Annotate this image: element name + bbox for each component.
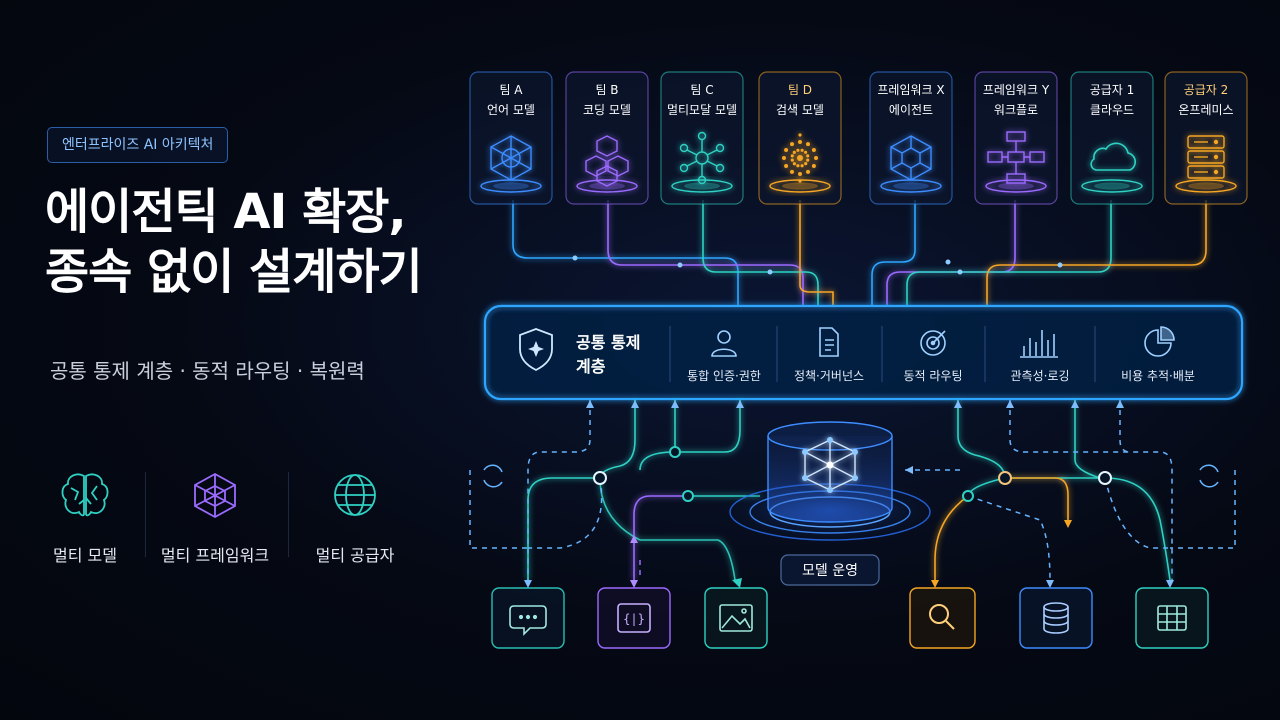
top-card-line1: 프레임워크 X [877,83,944,97]
cloud-icon [1090,142,1136,171]
pie-chart-icon [1144,326,1175,357]
image-icon [719,604,753,632]
feature-label: 멀티 프레임워크 [160,546,270,565]
segment-label-auth: 통합 인증·권한 [687,369,761,383]
segment-label-cost: 비용 추적·배분 [1121,369,1195,383]
top-card-line1: 프레임워크 Y [983,83,1050,97]
bottom-node-code [597,587,671,649]
target-icon [920,330,946,356]
chat-icon [509,605,547,636]
hexagon-icon [890,135,932,181]
dashed-connectors [469,400,1236,581]
svg-text:{|}: {|} [623,612,645,626]
top-card: 팀 A 언어 모델 [469,71,553,205]
workflow-icon [987,131,1045,184]
user-icon [711,330,737,357]
model-ops-label: 모델 운영 [802,563,858,579]
control-layer-title-1: 공통 통제 [576,333,640,352]
feature-divider [288,472,289,557]
top-card-line1: 팀 A [499,83,523,97]
title-line-2: 종속 없이 설계하기 [45,244,423,300]
top-card-line1: 팀 C [690,83,713,97]
segment-label-observability: 관측성·로깅 [1010,369,1069,383]
server-icon [1187,135,1225,179]
document-icon [819,327,839,357]
top-card-line2: 언어 모델 [487,103,535,117]
top-card-line2: 멀티모달 모델 [667,103,737,117]
upper-connector-dots [572,255,1063,275]
top-card-line2: 검색 모델 [776,103,824,117]
page-title: 에이전틱 AI 확장, 종속 없이 설계하기 [45,182,485,302]
top-card: 프레임워크 Y 워크플로 [974,71,1058,205]
segment-label-policy: 정책·거버넌스 [794,368,864,383]
top-card-line2: 에이전트 [889,103,933,117]
model-ops: 모델 운영 [720,421,940,586]
top-card: 공급자 2 온프레미스 [1164,71,1248,205]
top-card: 팀 D 검색 모델 [758,71,842,205]
sphere-icon [782,133,818,183]
title-line-1: 에이전틱 AI 확장, [45,184,407,240]
nodes-icon [679,131,725,185]
top-card-line1: 공급자 1 [1090,83,1135,97]
feature-label: 멀티 모델 [53,546,117,565]
table-icon [1157,605,1187,631]
network-icon [490,135,532,181]
top-card-line1: 팀 D [788,83,812,97]
bottom-node-table [1135,587,1209,649]
top-card-line1: 공급자 2 [1184,83,1229,97]
feature-divider [145,472,146,557]
bar-chart-icon [1020,330,1058,358]
sync-icon [483,464,1219,488]
top-card: 팀 C 멀티모달 모델 [660,71,744,205]
top-card-line2: 코딩 모델 [583,103,631,117]
control-layer-title-2: 계층 [576,357,606,376]
globe-icon [334,474,376,516]
category-badge: 엔터프라이즈 AI 아키텍처 [47,127,229,163]
bottom-node-search [909,587,976,649]
control-layer-dividers [669,326,1096,382]
top-card: 팀 B 코딩 모델 [565,71,649,205]
model-cube-icon [802,437,858,493]
connector-arrows [524,400,1174,588]
search-icon [929,604,955,630]
top-card-line2: 클라우드 [1090,103,1134,117]
top-card-line2: 워크플로 [994,103,1038,117]
brain-icon [61,473,109,517]
top-card: 프레임워크 X 에이전트 [869,71,953,205]
top-card: 공급자 1 클라우드 [1070,71,1154,205]
feature-multi-framework: 멀티 프레임워크 [145,470,285,566]
top-card-line1: 팀 B [595,83,618,97]
junction-nodes [593,446,1112,502]
database-icon [1043,602,1069,634]
segment-label-routing: 동적 라우팅 [903,369,962,383]
control-layer: 공통 통제 계층 [483,304,1244,401]
feature-multi-provider: 멀티 공급자 [285,470,425,566]
page-subtitle: 공통 통제 계층 · 동적 라우팅 · 복원력 [50,359,365,383]
bottom-nodes: {|} [491,587,1209,649]
top-cards: 팀 A 언어 모델 팀 B 코딩 모델 팀 C 멀티모달 모델 팀 D 검색 모델 프레임워크 … [469,71,1248,205]
code-braces-icon: {|} [617,603,651,633]
feature-label: 멀티 공급자 [315,546,395,565]
feature-multi-model: 멀티 모델 [15,470,155,566]
upper-connectors [512,200,1207,307]
framework-cube-icon [194,472,236,519]
cubes-icon [585,135,629,187]
shield-icon [519,328,553,372]
top-card-line2: 온프레미스 [1178,103,1233,117]
bottom-node-image [704,587,768,649]
